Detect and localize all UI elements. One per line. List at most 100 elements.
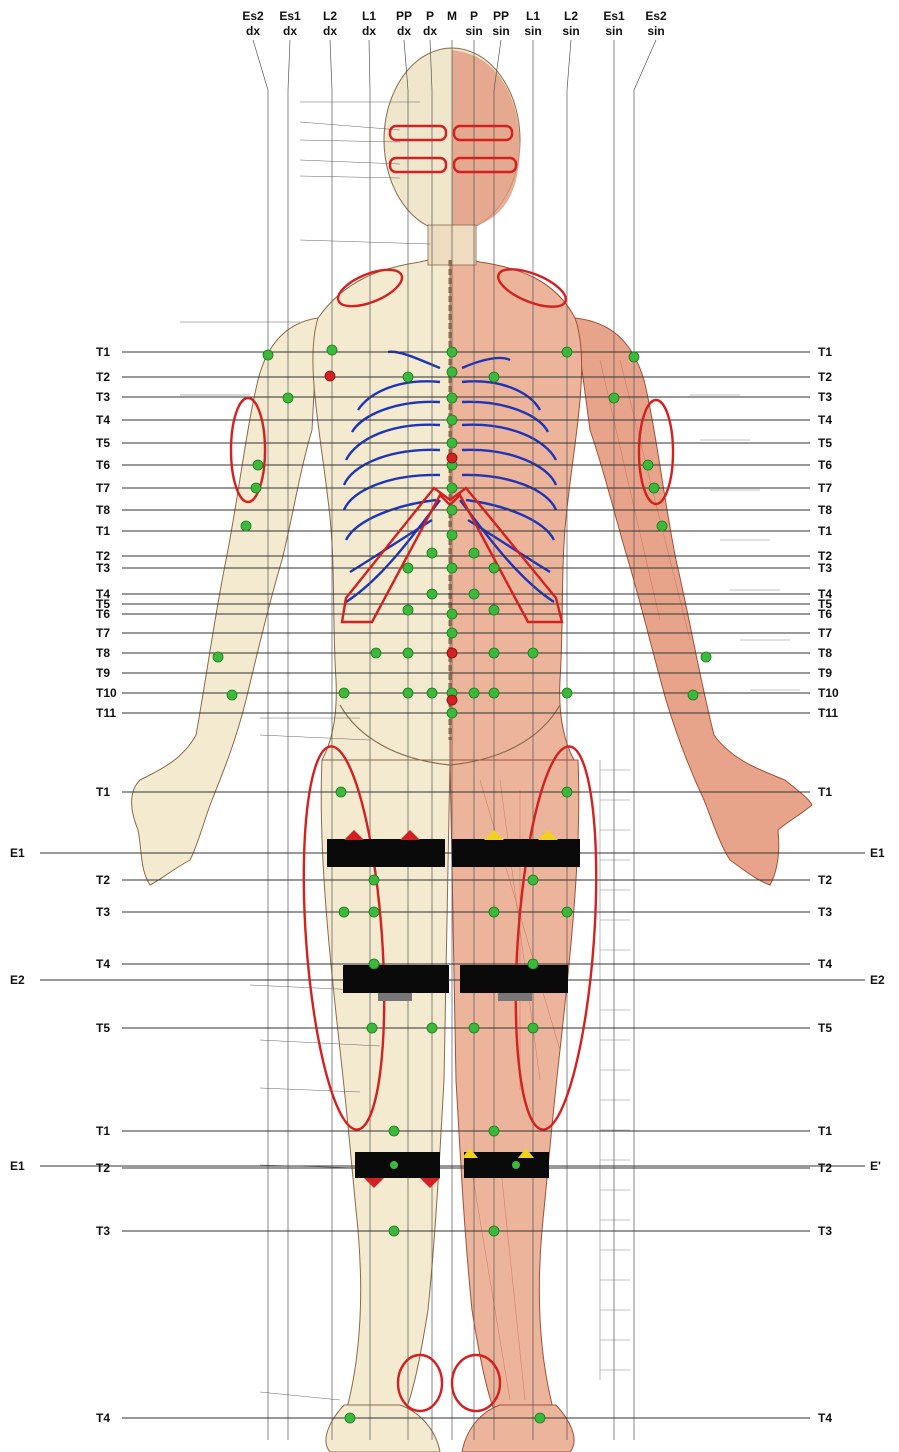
level-label-left: T3 [96,1224,110,1238]
acupoint [427,688,437,698]
acupoint [528,1023,538,1033]
column-header-name: L1 [526,9,540,23]
acupoint [649,483,659,493]
acupoint [528,648,538,658]
column-header-side: sin [465,24,482,38]
acupoint [339,688,349,698]
column-header-name: Es2 [645,9,667,23]
column-header-side: sin [605,24,622,38]
level-label-left: T6 [96,607,110,621]
meridian-connector [369,40,370,90]
acupoint [263,350,273,360]
column-header-side: dx [246,24,260,38]
level-label-right: E' [870,1159,881,1173]
acupoint [447,505,457,515]
acupoint [389,1226,399,1236]
column-header-side: dx [397,24,411,38]
meridian-connector [634,40,656,90]
acupoint [447,708,457,718]
acupoint [447,628,457,638]
acupoint [701,652,711,662]
acupoint [371,648,381,658]
level-label-right: E2 [870,973,885,987]
acupoint [227,690,237,700]
band-e1-shin-left [464,1152,549,1178]
level-label-right: T1 [818,785,832,799]
level-label-left: T1 [96,1124,110,1138]
body-figure [132,48,813,1452]
acupoint [403,648,413,658]
acupoint [609,393,619,403]
left-foot [462,1405,574,1452]
acupoint [369,875,379,885]
acupoint [403,372,413,382]
acupoint [283,393,293,403]
level-label-right: T3 [818,390,832,404]
acupoint [562,688,572,698]
acupoint [253,460,263,470]
acupoint [427,1023,437,1033]
acupoint [427,589,437,599]
acupoint [369,959,379,969]
column-header-name: Es1 [279,9,301,23]
acupoint-red [447,648,457,658]
level-label-left: T10 [96,686,117,700]
column-header-side: dx [323,24,337,38]
level-label-right: T7 [818,626,832,640]
acupoint [489,372,499,382]
column-header-name: P [470,9,478,23]
level-label-right: T1 [818,345,832,359]
level-label-right: T4 [818,1411,832,1425]
acupoint [562,907,572,917]
grey-marker [378,993,412,1001]
acupoint [447,609,457,619]
green-point-on-band [512,1161,520,1169]
acupoint [447,367,457,377]
level-label-right: T1 [818,524,832,538]
level-label-right: T9 [818,666,832,680]
level-label-left: T3 [96,905,110,919]
acupoint [489,1126,499,1136]
acupoint [447,438,457,448]
level-label-right: T4 [818,413,832,427]
level-label-left: T3 [96,390,110,404]
acupoint [447,415,457,425]
level-label-right: T5 [818,1021,832,1035]
level-label-right: T7 [818,481,832,495]
column-header-side: sin [647,24,664,38]
right-arm-skin [132,318,319,885]
acupoint [403,688,413,698]
acupoint [251,483,261,493]
level-label-left: T9 [96,666,110,680]
acupoint [367,1023,377,1033]
column-header-name: Es1 [603,9,625,23]
level-label-left: T6 [96,458,110,472]
acupoint [489,563,499,573]
level-label-right: T3 [818,1224,832,1238]
level-label-left: T8 [96,646,110,660]
column-header-name: L2 [564,9,578,23]
level-label-right: T10 [818,686,839,700]
band-e2-knee-left [460,965,568,993]
level-label-left: T5 [96,436,110,450]
acupoint [339,907,349,917]
column-header-side: sin [524,24,541,38]
column-header-side: sin [562,24,579,38]
level-label-left: T1 [96,785,110,799]
level-label-left: T4 [96,1411,110,1425]
level-label-left: T1 [96,345,110,359]
acupoint [369,907,379,917]
level-label-left: T2 [96,1161,110,1175]
level-label-right: T3 [818,561,832,575]
column-headers: Es2dxEs1dxL2dxL1dxPPdxPdxMPsinPPsinL1sin… [242,9,667,38]
level-label-right: T2 [818,370,832,384]
acupoint [469,1023,479,1033]
column-header-side: sin [492,24,509,38]
acupoint [336,787,346,797]
acupoint [447,483,457,493]
torso-muscle-half [450,255,582,760]
band-e1-thigh-left [452,839,580,867]
level-label-left: T2 [96,873,110,887]
acupoint [403,605,413,615]
